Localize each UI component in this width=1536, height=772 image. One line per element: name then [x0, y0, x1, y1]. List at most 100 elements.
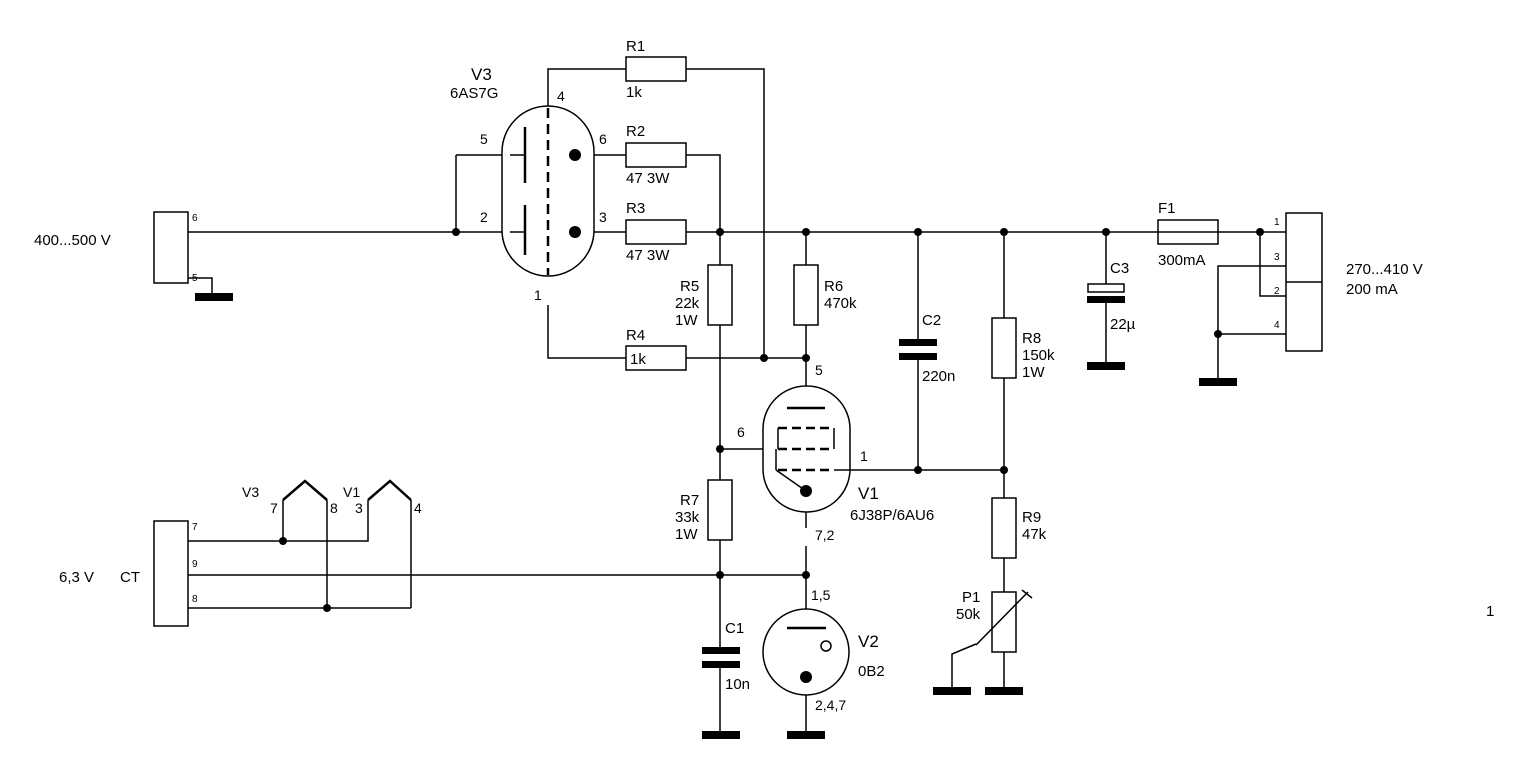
r7-power: 1W [675, 526, 698, 543]
page-number: 1 [1486, 603, 1494, 620]
pin-label: 9 [192, 559, 198, 570]
pin-label: 6 [737, 424, 745, 440]
pin-label: 2,4,7 [815, 697, 846, 713]
out-voltage-label: 270...410 V [1346, 261, 1423, 278]
resistor-r2: R2 47 3W [625, 123, 687, 187]
pin-label: 2 [480, 209, 488, 225]
resistor-r8: R8 150k 1W [991, 317, 1055, 381]
ground-out [1199, 378, 1237, 386]
pin-label: 2 [1274, 286, 1280, 297]
ground-hv-in [195, 293, 233, 301]
ground-p1-wiper [933, 687, 971, 695]
c1-name: C1 [725, 620, 744, 637]
out-current-label: 200 mA [1346, 281, 1398, 298]
resistor-r3: R3 47 3W [625, 200, 687, 264]
c2-value: 220n [922, 368, 955, 385]
heater-v1-name: V1 [343, 484, 360, 500]
r4-value: 1k [630, 351, 646, 368]
v3-name: V3 [471, 65, 492, 84]
capacitor-c1: C1 10n [702, 620, 750, 693]
tube-v1: V1 6J38P/6AU6 5 6 1 7,2 [737, 362, 934, 543]
resistor-r7: R7 33k 1W [675, 479, 733, 543]
pin-label: 1 [860, 448, 868, 464]
pin-label: 6 [599, 131, 607, 147]
r1-name: R1 [626, 38, 645, 55]
r5-name: R5 [680, 278, 699, 295]
potentiometer-p1: P1 50k [956, 589, 1033, 653]
pin-label: 5 [192, 273, 198, 284]
r3-name: R3 [626, 200, 645, 217]
r1-value: 1k [626, 84, 642, 101]
r9-name: R9 [1022, 509, 1041, 526]
r2-name: R2 [626, 123, 645, 140]
c3-name: C3 [1110, 260, 1129, 277]
capacitor-c2: C2 220n [899, 312, 955, 385]
ground-c1 [702, 731, 740, 739]
heater-v3-name: V3 [242, 484, 259, 500]
pin-label: 1 [1274, 217, 1280, 228]
pin-label: 3 [1274, 252, 1280, 263]
resistor-r9: R9 47k [991, 497, 1047, 559]
fuse-f1: F1 300mA [1157, 200, 1219, 269]
v2-name: V2 [858, 632, 879, 651]
connector-heater: 7 9 8 6,3 V CT [59, 520, 198, 627]
pin-label: 7 [192, 522, 198, 533]
r7-name: R7 [680, 492, 699, 509]
pin-label: 5 [480, 131, 488, 147]
pin-label: 6 [192, 213, 198, 224]
junctions [279, 228, 1264, 612]
p1-value: 50k [956, 606, 981, 623]
r5-power: 1W [675, 312, 698, 329]
pin-label: 4 [557, 88, 565, 104]
connector-hv-in: 6 5 400...500 V [34, 211, 198, 284]
r3-value: 47 3W [626, 247, 670, 264]
pin-label: 8 [192, 594, 198, 605]
r4-name: R4 [626, 327, 645, 344]
resistor-r5: R5 22k 1W [675, 264, 733, 329]
pin-label: 1 [534, 287, 542, 303]
hv-in-label: 400...500 V [34, 232, 111, 249]
pin-label: 7 [270, 500, 278, 516]
r2-value: 47 3W [626, 170, 670, 187]
heater-labels: V3 7 8 V1 3 4 [242, 484, 422, 516]
c2-name: C2 [922, 312, 941, 329]
heater-ct-label: CT [120, 569, 140, 586]
heater-voltage-label: 6,3 V [59, 569, 94, 586]
r5-value: 22k [675, 295, 700, 312]
f1-name: F1 [1158, 200, 1176, 217]
v2-type: 0B2 [858, 663, 885, 680]
f1-value: 300mA [1158, 252, 1206, 269]
r6-value: 470k [824, 295, 857, 312]
v1-type: 6J38P/6AU6 [850, 507, 934, 524]
pin-label: 3 [599, 209, 607, 225]
pin-label: 7,2 [815, 527, 835, 543]
r8-power: 1W [1022, 364, 1045, 381]
resistor-r6: R6 470k [793, 264, 857, 326]
wires [188, 68, 1286, 731]
pin-label: 5 [815, 362, 823, 378]
r9-value: 47k [1022, 526, 1047, 543]
pin-label: 1,5 [811, 587, 831, 603]
c1-value: 10n [725, 676, 750, 693]
connector-out: 1 3 2 4 270...410 V 200 mA [1274, 212, 1423, 352]
c3-value: 22µ [1110, 316, 1136, 333]
pin-label: 4 [1274, 320, 1280, 331]
v1-name: V1 [858, 484, 879, 503]
r6-name: R6 [824, 278, 843, 295]
ground-v2 [787, 731, 825, 739]
ground-p1 [985, 687, 1023, 695]
p1-name: P1 [962, 589, 980, 606]
pin-label: 3 [355, 500, 363, 516]
r7-value: 33k [675, 509, 700, 526]
capacitor-c3: C3 22µ [1087, 260, 1136, 333]
tube-v3: V3 6AS7G 4 5 6 2 3 1 [450, 65, 607, 303]
pin-label: 4 [414, 500, 422, 516]
resistor-r4: R4 1k [625, 327, 687, 371]
ground-c3 [1087, 362, 1125, 370]
pin-label: 8 [330, 500, 338, 516]
tube-v2: V2 0B2 1,5 2,4,7 [762, 587, 885, 713]
r8-name: R8 [1022, 330, 1041, 347]
r8-value: 150k [1022, 347, 1055, 364]
resistor-r1: R1 1k [625, 38, 687, 101]
